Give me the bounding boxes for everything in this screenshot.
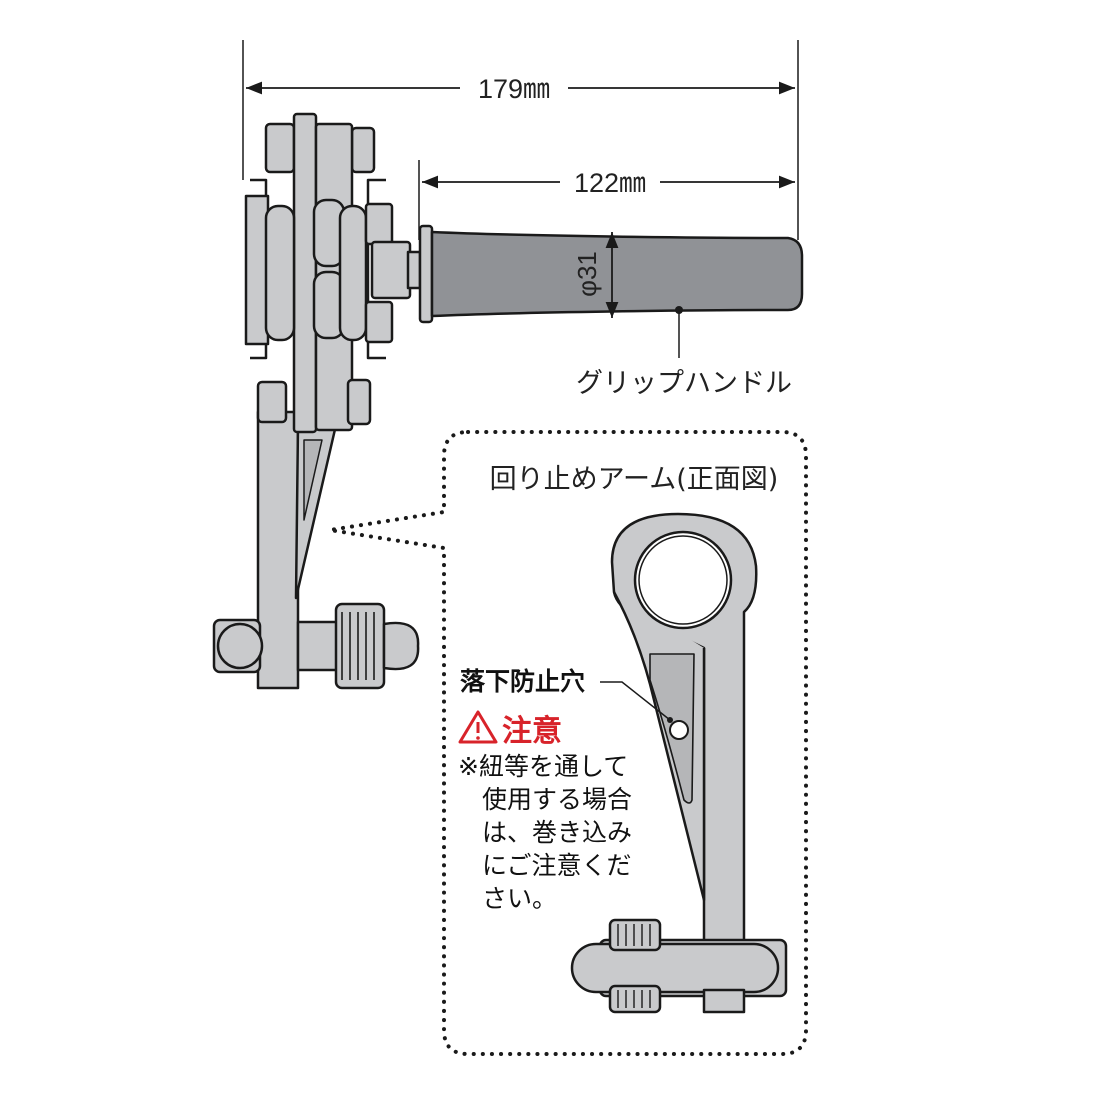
handle-diameter-dimension: φ31 [572,232,619,318]
caution-line-3: は、巻き込み [482,818,632,847]
caution-title: 注意 [502,714,562,749]
tool-side-view [212,112,804,690]
warning-icon [458,710,498,744]
fall-prevention-hole-label: 落下防止穴 [460,667,585,696]
handle-length-dimension: 122㎜ [418,160,795,240]
caution-line-4: にご注意くだ [482,851,632,880]
caution-line-2: 使用する場合 [482,785,632,814]
grip-handle-label: グリップハンドル [576,368,792,399]
handle-diameter-label: φ31 [572,251,602,297]
caution-line-5: さい。 [482,884,557,913]
detail-panel: 回り止めアーム(正面図) 落下防止穴 [329,430,808,1056]
overall-length-label: 179㎜ [478,74,550,104]
caution-line-1: ※紐等を通して [458,752,628,781]
caution-block: 注意 ※紐等を通して 使用する場合 は、巻き込み にご注意くだ さい。 [458,710,632,913]
grip-handle-callout: グリップハンドル [576,306,792,399]
anti-rotation-arm-front-view [570,512,788,1014]
detail-panel-title: 回り止めアーム(正面図) [490,464,779,495]
overall-length-dimension: 179㎜ [242,40,799,240]
handle-length-label: 122㎜ [574,168,646,198]
